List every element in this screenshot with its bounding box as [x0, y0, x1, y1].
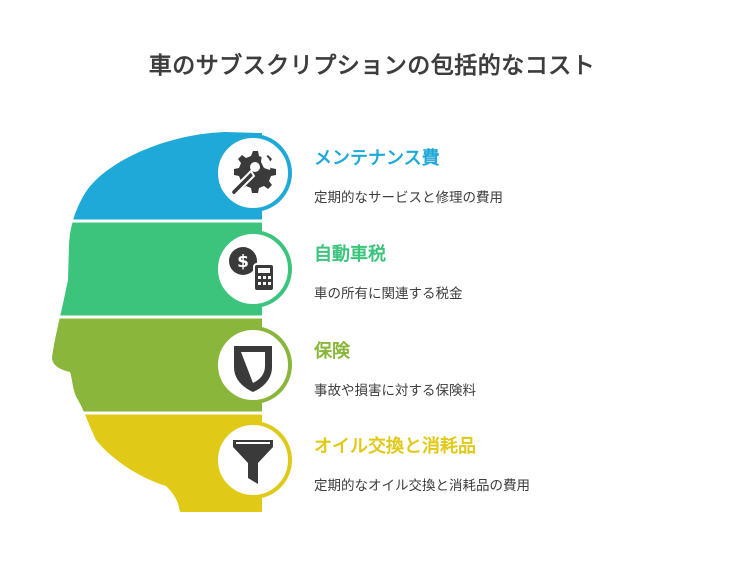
item-title: 自動車税 [314, 244, 386, 265]
item-description: 事故や損害に対する保険料 [314, 383, 476, 399]
item-description: 定期的なサービスと修理の費用 [314, 190, 503, 206]
item-oil: オイル交換と消耗品 定期的なオイル交換と消耗品の費用 [314, 432, 530, 494]
item-title: オイル交換と消耗品 [314, 436, 476, 457]
item-maintenance: メンテナンス費 定期的なサービスと修理の費用 [314, 144, 503, 206]
icon-badge-oil [214, 421, 292, 499]
funnel-icon [233, 440, 273, 484]
item-insurance: 保険 事故や損害に対する保険料 [314, 337, 476, 399]
shield-icon [234, 346, 272, 392]
icon-badge-maintenance [214, 134, 292, 212]
wrench-gear-icon [230, 151, 276, 197]
item-tax: 自動車税 車の所有に関連する税金 [314, 240, 463, 302]
item-title: 保険 [314, 341, 350, 362]
item-description: 車の所有に関連する税金 [314, 286, 463, 302]
page-title: 車のサブスクリプションの包括的なコスト [148, 53, 596, 79]
svg-text:$: $ [237, 252, 249, 272]
icon-badge-tax: $ [214, 230, 292, 308]
item-description: 定期的なオイル交換と消耗品の費用 [314, 478, 530, 494]
item-title: メンテナンス費 [314, 148, 440, 169]
icon-badge-insurance [214, 326, 292, 404]
money-calculator-icon: $ [229, 247, 275, 292]
